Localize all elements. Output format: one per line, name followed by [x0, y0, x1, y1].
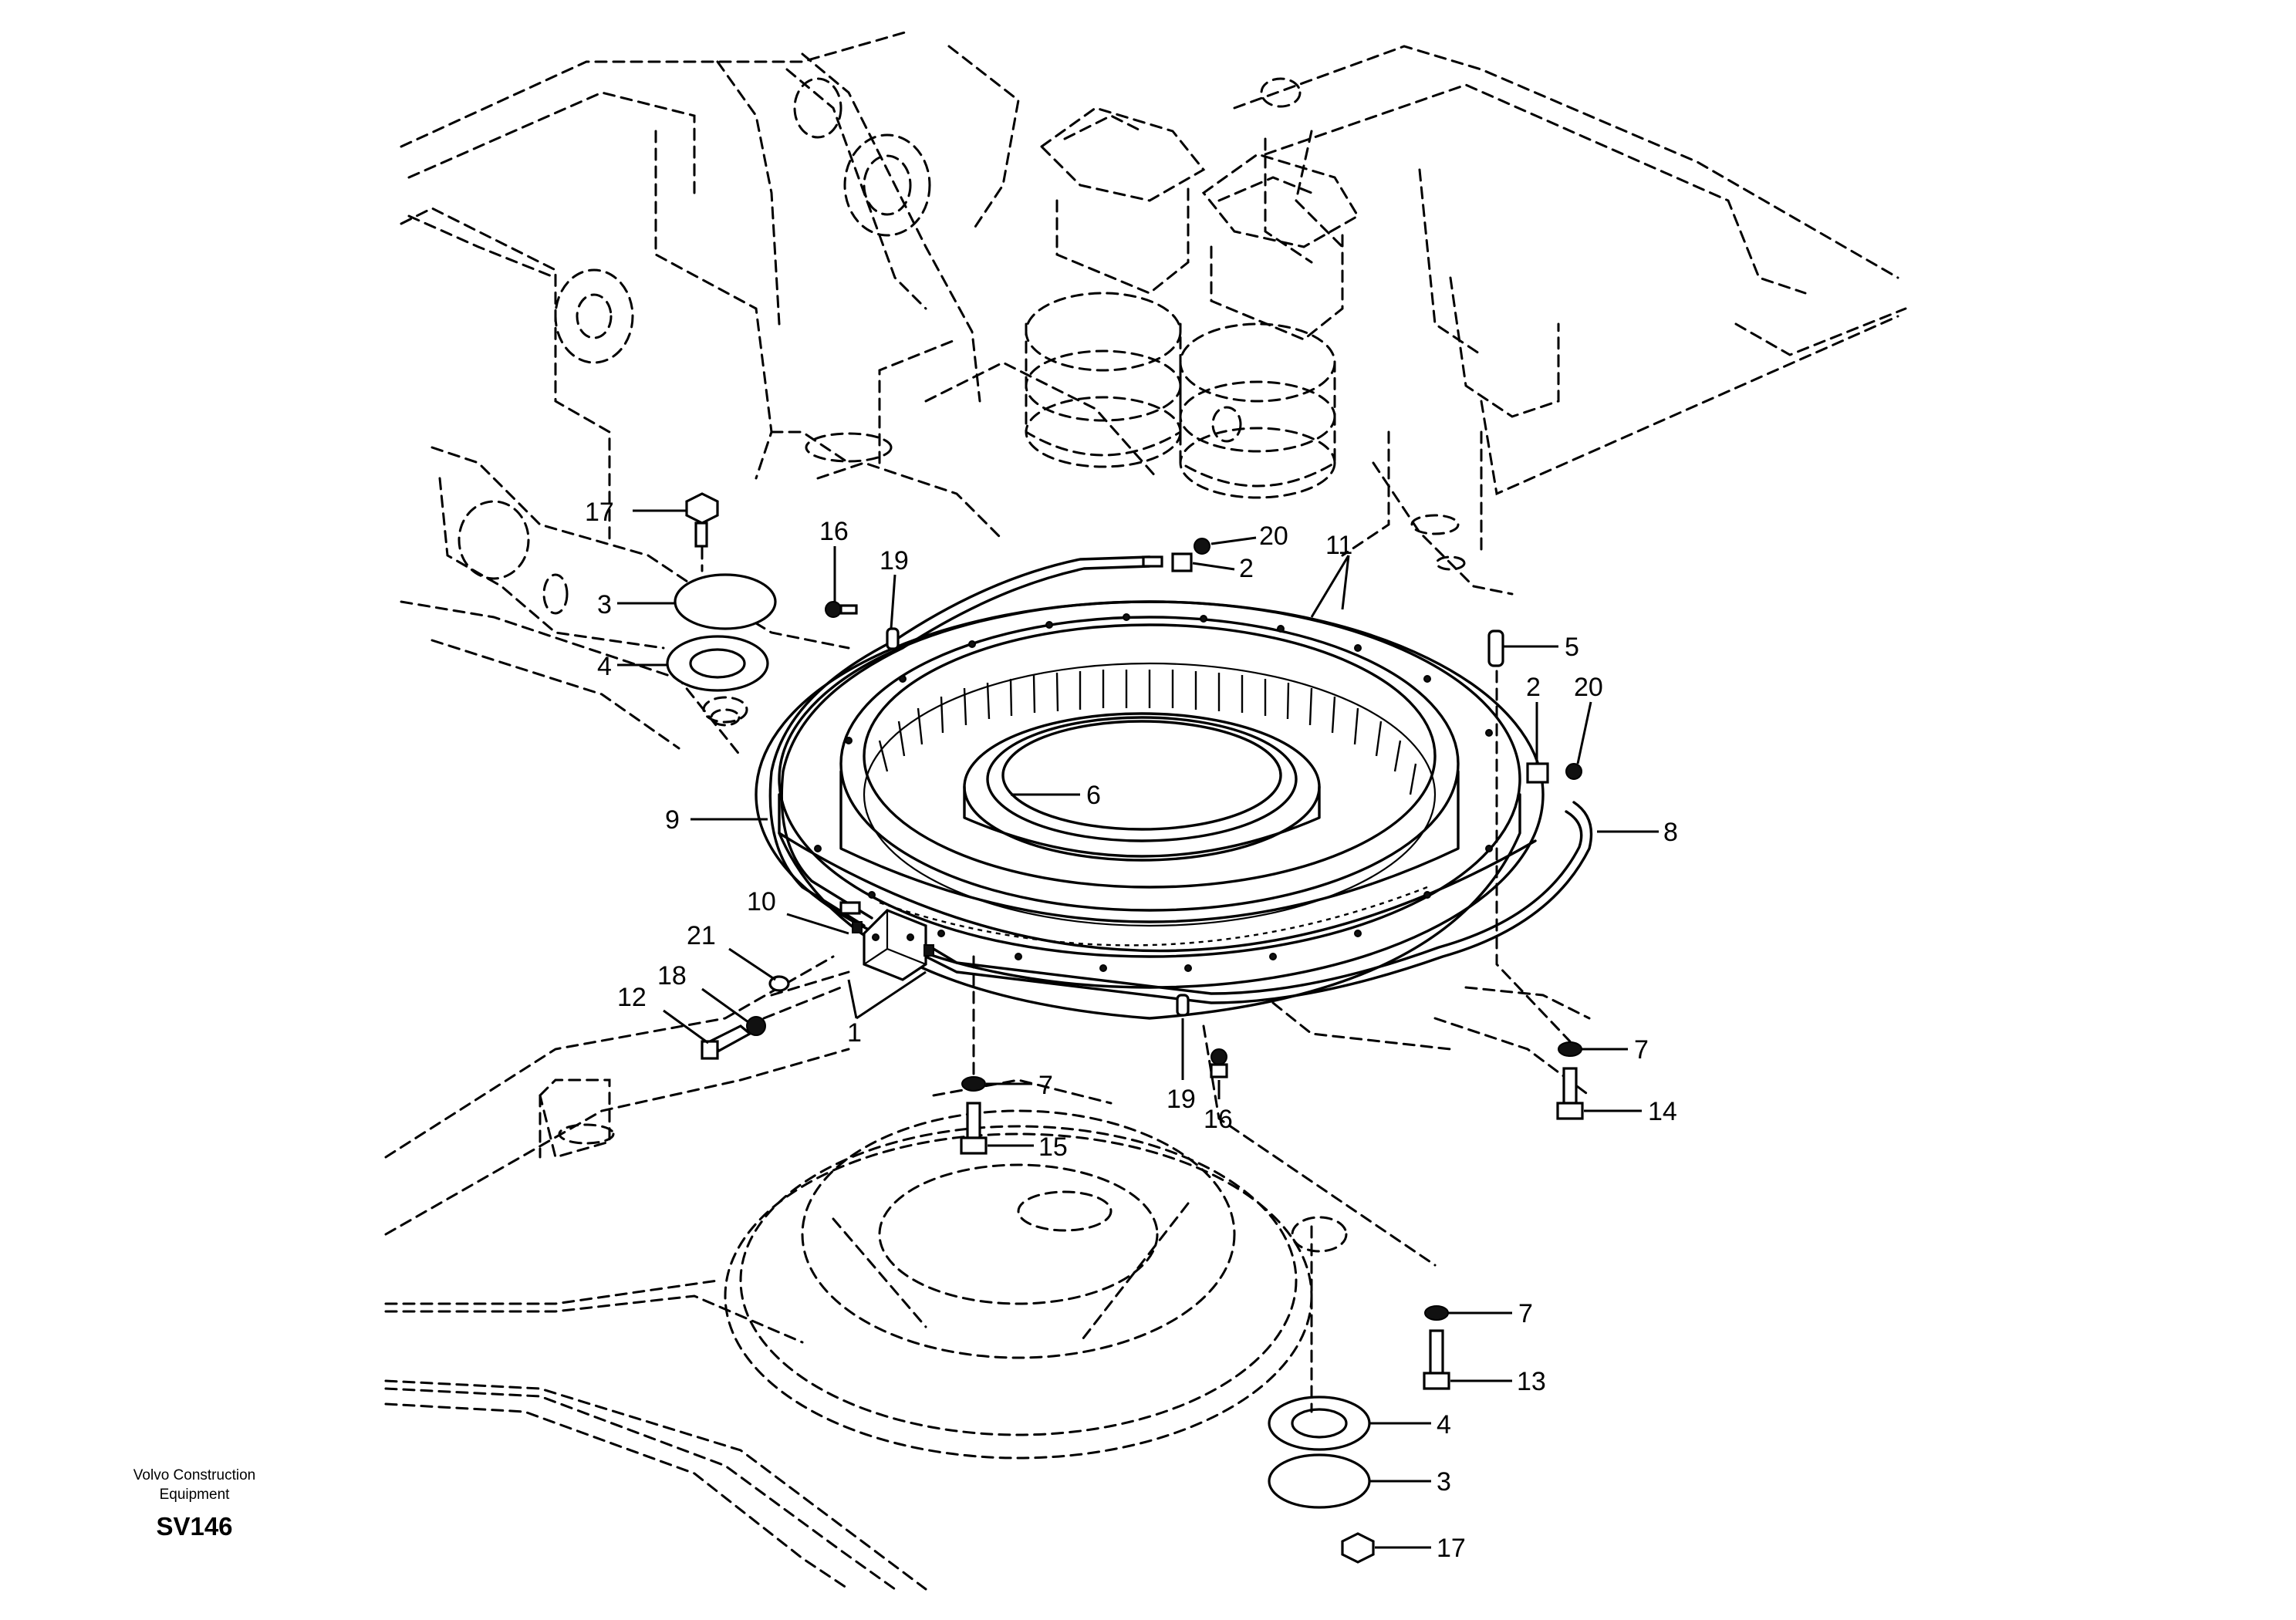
callout-4: 4	[1437, 1410, 1451, 1439]
leader-lines	[617, 509, 1659, 1549]
callout-7: 7	[1634, 1035, 1649, 1065]
hardware-parts	[666, 492, 1584, 1564]
callout-19: 19	[1167, 1085, 1196, 1114]
callout-2: 2	[1526, 673, 1541, 702]
callout-19: 19	[880, 546, 909, 575]
callout-4: 4	[597, 652, 612, 681]
callout-14: 14	[1648, 1097, 1677, 1126]
brand-line-1: Volvo Construction	[133, 1467, 255, 1483]
lower-frame-outline	[384, 955, 1591, 1591]
callout-7: 7	[1518, 1299, 1533, 1328]
callout-3: 3	[1437, 1467, 1451, 1497]
distributor-block	[852, 909, 934, 981]
lube-lines	[768, 555, 1593, 1004]
callout-17: 17	[1437, 1534, 1466, 1563]
callout-6: 6	[1086, 781, 1101, 810]
callout-2: 2	[1239, 554, 1254, 583]
callout-labels: 17 3 4 16 19 20 2 11 5 2 20 6 9 8 10 21 …	[585, 498, 1678, 1563]
callout-21: 21	[687, 921, 716, 950]
callout-3: 3	[597, 590, 612, 619]
callout-10: 10	[747, 887, 776, 916]
brand-line-2: Equipment	[160, 1487, 231, 1503]
callout-11: 11	[1325, 531, 1352, 560]
callout-20: 20	[1574, 673, 1603, 702]
callout-8: 8	[1663, 818, 1678, 847]
callout-5: 5	[1565, 633, 1579, 662]
callout-17: 17	[585, 498, 614, 527]
callout-1: 1	[847, 1018, 862, 1048]
callout-16: 16	[1204, 1105, 1233, 1134]
callout-16: 16	[819, 517, 849, 546]
callout-7: 7	[1038, 1071, 1053, 1100]
callout-12: 12	[617, 983, 647, 1012]
callout-20: 20	[1259, 521, 1288, 551]
swing-bearing	[755, 600, 1545, 1020]
callout-15: 15	[1038, 1132, 1068, 1162]
callout-18: 18	[657, 961, 687, 991]
callout-13: 13	[1517, 1367, 1546, 1396]
swing-motors	[1025, 106, 1360, 499]
diagram-code: SV146	[156, 1512, 232, 1541]
footer-brand: Volvo Construction Equipment SV146	[133, 1467, 255, 1541]
callout-9: 9	[665, 805, 680, 835]
upper-frame-outline	[400, 29, 1907, 758]
